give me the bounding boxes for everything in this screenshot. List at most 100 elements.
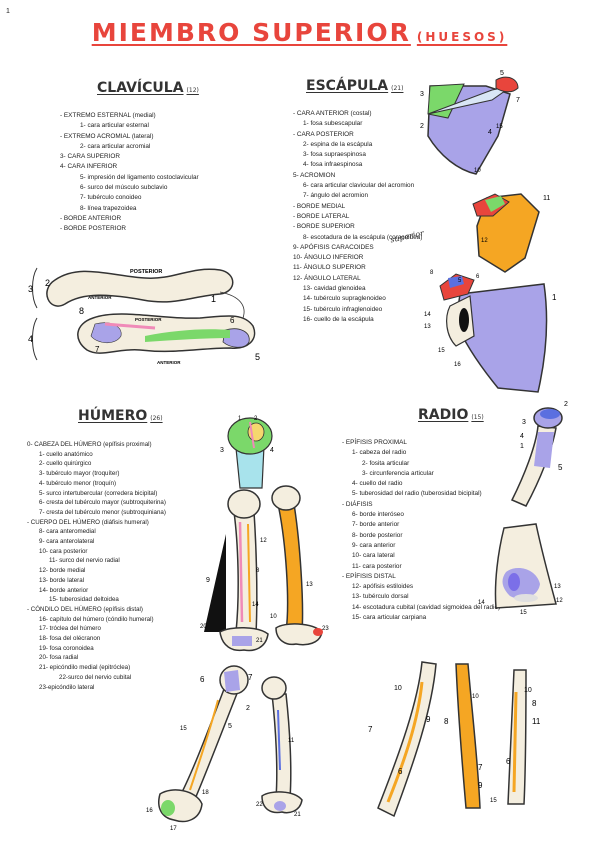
- clavicle-trapezoid-line: [104, 322, 156, 330]
- svg-text:2: 2: [246, 705, 250, 712]
- svg-text:3: 3: [220, 447, 224, 454]
- svg-text:1: 1: [520, 443, 524, 450]
- escapula-list-item: 2- espina de la escápula: [303, 140, 373, 148]
- svg-text:15: 15: [180, 726, 187, 732]
- svg-text:13: 13: [306, 582, 313, 588]
- radio-list-item: 1- cabeza del radio: [352, 449, 407, 457]
- svg-text:3: 3: [522, 419, 526, 426]
- humerus-shaft-anterior: [233, 511, 258, 635]
- radio-list-item: 14- escotadura cubital (cavidad sigmoide…: [352, 603, 501, 611]
- svg-text:2: 2: [420, 123, 424, 130]
- humero-list-item: 13- borde lateral: [39, 576, 85, 584]
- humero-list-item: 19- fosa coronoidea: [39, 644, 94, 652]
- clavicle-label-1: 1: [211, 294, 216, 304]
- humero-list-item: 0- CABEZA DEL HÚMERO (epífisis proximal): [27, 441, 152, 448]
- radio-title: RADIO(15): [418, 407, 484, 423]
- humero-list-item: 23-epicóndilo lateral: [39, 683, 95, 691]
- svg-text:10: 10: [270, 614, 277, 620]
- clavicula-list-item: 3- CARA SUPERIOR: [60, 153, 121, 161]
- escapula-list-item: - BORDE SUPERIOR: [293, 223, 355, 231]
- svg-text:13: 13: [554, 584, 561, 590]
- humerus-shading-triangle: [204, 534, 226, 632]
- svg-text:10: 10: [472, 694, 479, 700]
- clavicula-list-item: - BORDE ANTERIOR: [60, 214, 122, 222]
- humerus-shaft-posterior: [277, 503, 304, 633]
- radio-list-item: 10- cara lateral: [352, 552, 395, 560]
- humero-list-item: 12- borde medial: [39, 567, 86, 575]
- clavicle-label-7: 7: [95, 345, 100, 354]
- humero-list-item: 1- cuello anatómico: [39, 450, 93, 458]
- clavicula-count: (12): [186, 87, 199, 94]
- svg-text:15: 15: [438, 348, 445, 354]
- scapula-anterior-diagram: 1 8 5 6 14 13 15 16: [424, 270, 557, 393]
- clavicle-label-6: 6: [230, 316, 235, 325]
- humero-list-item: 3- tubérculo mayor (troquíter): [39, 470, 120, 478]
- radio-list-item: 3- circunferencia articular: [362, 469, 434, 477]
- humero-list-item: 20- fosa radial: [39, 654, 79, 662]
- clavicle-top-view: [46, 268, 234, 307]
- humero-list-item: 16- capítulo del húmero (cóndilo humeral…: [39, 615, 154, 623]
- clavicula-list: - EXTREMO ESTERNAL (medial)1- cara artic…: [60, 111, 199, 235]
- humero-list-item: 2- cuello quirúrgico: [39, 460, 92, 468]
- svg-text:9: 9: [426, 715, 431, 724]
- svg-text:14: 14: [424, 312, 431, 318]
- radius-proximal-diagram: 2 3 4 1 5: [510, 401, 568, 507]
- scapula-acromion: [495, 76, 519, 93]
- radio-list-item: - EPÍFISIS DISTAL: [342, 572, 396, 580]
- svg-text:11: 11: [532, 717, 541, 726]
- humero-list-item: 17- tróclea del húmero: [39, 625, 101, 633]
- svg-text:10: 10: [524, 687, 532, 694]
- svg-text:9: 9: [206, 577, 210, 584]
- escapula-title: ESCÁPULA(21): [306, 78, 403, 94]
- escapula-count: (21): [391, 85, 404, 92]
- svg-text:9: 9: [478, 781, 483, 790]
- clavicula-list-item: - BORDE POSTERIOR: [60, 225, 127, 233]
- humerus-head-diagram: 3 4 1 2: [220, 416, 274, 489]
- clavicula-list-item: 4- CARA INFERIOR: [60, 163, 118, 171]
- svg-text:12: 12: [481, 238, 488, 244]
- escapula-list-item: 10- ÁNGULO INFERIOR: [293, 254, 364, 262]
- humero-list-item: 22-surco del nervio cubital: [59, 673, 132, 681]
- clavicle-anterior-label-top: ANTERIOR: [88, 295, 112, 300]
- svg-text:4: 4: [520, 433, 524, 440]
- svg-text:21: 21: [294, 812, 301, 818]
- radio-list-item: 4- cuello del radio: [352, 480, 403, 488]
- clavicula-list-item: 1- cara articular esternal: [80, 122, 149, 130]
- escapula-list-item: 15- tubérculo infraglenoideo: [303, 305, 383, 313]
- humero-list-item: 9- cara anterolateral: [39, 538, 95, 546]
- radio-list-item: 12- apófisis estiloides: [352, 583, 414, 591]
- humerus-distal-posterior: [275, 623, 323, 646]
- escapula-list-item: - CARA POSTERIOR: [293, 130, 354, 138]
- humero-list-item: 7- cresta del tubérculo menor (subtroqui…: [39, 508, 166, 516]
- svg-text:3: 3: [420, 91, 424, 98]
- svg-text:7: 7: [368, 725, 373, 734]
- radio-list-item: 9- cara anterior: [352, 541, 396, 549]
- humerus-head-posterior: [271, 485, 301, 511]
- clavicula-list-item: 8- línea trapezoidea: [80, 204, 137, 212]
- svg-text:2: 2: [564, 401, 568, 408]
- humerus-head-anterior: [227, 489, 261, 519]
- clavicula-title-text: CLAVÍCULA: [97, 80, 184, 96]
- clavicle-subclavian-groove: [145, 329, 230, 342]
- radio-count: (15): [471, 414, 484, 421]
- svg-text:8: 8: [430, 270, 434, 276]
- svg-text:13: 13: [424, 324, 431, 330]
- escapula-list-item: 9- APÓFISIS CARACOIDES: [293, 243, 374, 251]
- svg-text:16: 16: [454, 362, 461, 368]
- scapula-supraspinous-fossa: [427, 83, 465, 119]
- clavicle-posterior-label-bottom: POSTERIOR: [135, 317, 162, 322]
- clavicle-label-4: 4: [28, 334, 33, 344]
- radio-title-text: RADIO: [418, 407, 469, 423]
- svg-text:5: 5: [500, 70, 504, 77]
- clavicle-label-2: 2: [45, 278, 50, 288]
- humerus-lower-diagrams: 6 7 2 15 5 11 16 18 17 22 21: [146, 665, 303, 832]
- clavicula-list-item: 6- surco del músculo subclavio: [80, 184, 168, 192]
- radio-list-item: - EPÍFISIS PROXIMAL: [342, 439, 407, 446]
- clavicle-posterior-label: POSTERIOR: [130, 269, 162, 275]
- svg-text:14: 14: [252, 602, 259, 608]
- humero-list-item: 18- fosa del olécranon: [39, 635, 101, 643]
- escapula-list-item: 11- ÁNGULO SUPERIOR: [293, 264, 366, 272]
- radius-shaft-middle: [455, 663, 481, 809]
- clavicula-list-item: 2- cara articular acromial: [80, 142, 151, 150]
- page-title: MIEMBRO SUPERIOR(HUESOS): [0, 18, 599, 47]
